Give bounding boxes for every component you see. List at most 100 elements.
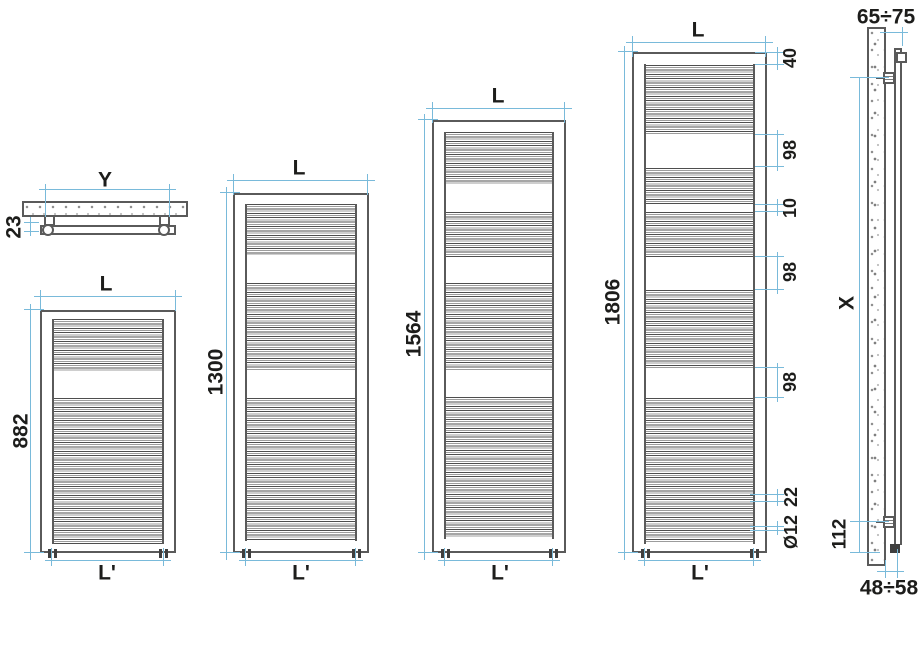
height-label: 1564 [402,310,426,358]
tube-group [446,132,552,184]
dim-ext [24,552,44,553]
dim-ext [755,397,784,398]
dim-line-98b [777,252,778,294]
bottom-bracket-nut [883,516,895,528]
dim-ext [51,548,52,566]
tube-group [446,283,552,370]
dim-line-l [426,108,572,109]
dim-ext [163,548,164,566]
foot-stub [159,549,168,558]
tube-group [247,283,355,370]
dim-line-height [226,187,227,560]
side-bottom-cap [890,544,900,553]
foot-stub [352,549,361,558]
dim-label-tube-pitch: 22 [781,486,801,508]
dim-ext [850,521,889,522]
foot-stub [242,549,251,558]
tube-group [646,398,753,543]
dim-label-top-margin: 40 [780,47,800,69]
dim-ext [755,204,784,205]
dim-ext [850,77,889,78]
plan-tube-bar [40,225,176,235]
foot-stub [441,549,450,558]
dim-ext [220,192,240,193]
width-top-label: L [691,18,705,42]
dim-ext [753,548,754,566]
bottom-offset-label: 112 [829,518,851,550]
dim-ext [175,290,176,311]
dim-line-l-prime [438,560,560,561]
foot-stub [48,549,57,558]
dim-ext [245,548,246,566]
width-bottom-label: L' [691,561,709,585]
foot-stub [641,549,650,558]
dim-ext [897,549,898,578]
dim-line-height [624,46,625,560]
plan-wall-section [22,201,188,217]
dim-ext [367,174,368,195]
dim-ext [755,289,784,290]
tube-ladder [444,132,554,539]
depth-total-label: 65÷75 [856,5,916,29]
dim-ext [418,552,438,553]
dim-line-98c [777,363,778,402]
dim-ext [45,184,46,217]
width-top-label: L [99,272,113,296]
dim-line-23 [30,217,31,236]
dim-ext [755,52,784,53]
foot-stub [750,549,759,558]
dim-ext [750,530,784,531]
height-label: 1806 [601,278,625,326]
tube-group [54,398,162,544]
dim-line-l [227,180,375,181]
tube-ladder [245,204,357,541]
dim-line-112 [859,522,860,553]
dim-ext [220,552,240,553]
top-bracket-nut [883,72,895,84]
dim-ext [850,552,880,553]
height-label: 882 [9,413,33,449]
dim-line-depth-total [880,32,908,33]
dim-ext [24,231,39,232]
dim-label-towel-gap-2: 98 [780,261,800,283]
dim-ext [24,222,39,223]
dim-line-x [859,78,860,522]
tube-group [446,212,552,257]
axis-depth-label: 48÷58 [859,576,919,600]
dim-ext [755,256,784,257]
width-bottom-label: L' [491,561,509,585]
dim-label-towel-gap-1: 98 [780,139,800,161]
tube-group [646,168,753,205]
dim-ext [755,166,784,167]
dim-ext [750,501,784,502]
dim-ext [552,548,553,566]
dim-ext [885,560,886,578]
dim-line-22 [777,489,778,506]
dim-ext [632,36,633,57]
dim-line-98a [777,130,778,171]
tube-group [446,397,552,538]
dim-ext [755,367,784,368]
dim-line-height [424,114,425,560]
plan-collector-left [42,224,54,236]
dim-line-y [39,189,176,190]
dim-ext [618,51,638,52]
tube-group [247,398,355,540]
dim-label-towel-gap-3: 98 [780,371,800,393]
width-top-label: L [491,84,505,108]
bracket-distance-label: X [835,295,859,311]
dim-ext [24,309,44,310]
dim-ext [644,548,645,566]
dim-ext [750,494,784,495]
dim-ext [418,119,438,120]
dim-ext [750,526,784,527]
plan-depth-label: 23 [2,215,26,239]
dim-line-l-prime [638,560,761,561]
dim-line-diameter [777,521,778,535]
dim-ext [902,27,903,46]
tube-ladder [52,319,164,544]
dim-line-10 [777,199,778,216]
plan-width-label: Y [97,168,113,192]
dim-ext [40,290,41,311]
